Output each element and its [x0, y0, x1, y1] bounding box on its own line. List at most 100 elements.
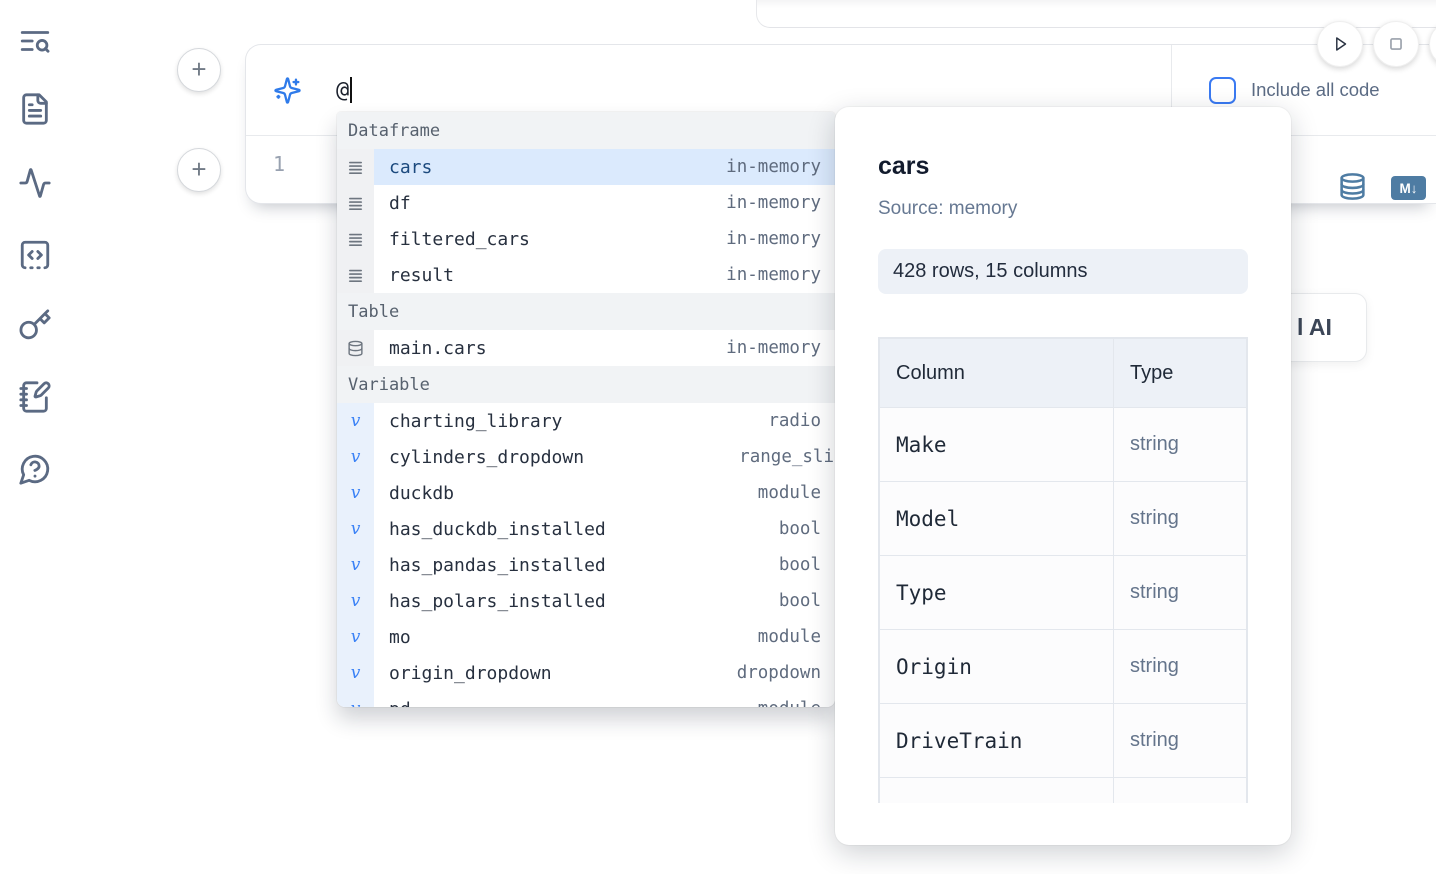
completion-name: cylinders_dropdown: [389, 446, 585, 468]
variable-icon: v: [337, 619, 374, 655]
variable-icon: v: [337, 403, 374, 439]
stop-icon: [1390, 38, 1402, 50]
completion-name: cars: [389, 156, 433, 178]
key-icon[interactable]: [18, 308, 52, 342]
text-caret: [350, 77, 353, 103]
schema-column-name: Origin: [879, 629, 1114, 704]
schema-column-type: string: [1113, 629, 1247, 704]
run-cell-button[interactable]: [1317, 21, 1363, 67]
completion-name: has_duckdb_installed: [389, 518, 606, 540]
completion-item-main.cars[interactable]: main.cars in-memory: [337, 330, 835, 366]
schema-column-name: DriveTrain: [879, 703, 1114, 778]
ai-prompt-text: @: [336, 77, 350, 103]
schema-header-type: Type: [1113, 338, 1247, 408]
popup-title: cars: [878, 152, 930, 180]
completion-name: origin_dropdown: [389, 662, 552, 684]
completion-type: dropdown: [736, 663, 821, 683]
completion-type: module: [757, 627, 821, 647]
include-all-code-option: Include all code: [1201, 45, 1436, 135]
section-header-table: Table: [337, 293, 835, 330]
dataframe-rows-icon: [337, 257, 374, 293]
schema-column-type: string: [1113, 481, 1247, 556]
notebook-pen-icon[interactable]: [18, 380, 52, 414]
completion-type: in-memory: [726, 338, 821, 358]
completion-item-has_pandas_installed[interactable]: v has_pandas_installed bool: [337, 547, 835, 583]
stop-cell-button[interactable]: [1373, 21, 1419, 67]
include-all-code-checkbox[interactable]: [1209, 76, 1236, 104]
dataframe-rows-icon: [337, 221, 374, 257]
schema-column-type: [1113, 777, 1247, 803]
schema-column-name: [879, 777, 1114, 803]
ai-prompt-input[interactable]: @: [336, 75, 353, 105]
completion-type: bool: [778, 519, 821, 539]
prompt-divider: [1171, 45, 1172, 135]
completion-type: module: [757, 483, 821, 503]
completion-name: charting_library: [389, 410, 563, 432]
completion-type: radio: [768, 411, 821, 431]
section-header-dataframe: Dataframe: [337, 112, 835, 149]
activity-icon[interactable]: [18, 166, 52, 200]
completion-name: result: [389, 264, 455, 286]
section-header-variable: Variable: [337, 366, 835, 403]
completion-type: bool: [778, 591, 821, 611]
completion-type: bool: [778, 555, 821, 575]
ai-card-fragment-label: l AI: [1297, 314, 1332, 340]
completion-name: pd: [389, 699, 411, 708]
variable-icon: v: [337, 655, 374, 691]
dataframe-detail-popup: cars Source: memory 428 rows, 15 columns…: [835, 107, 1291, 845]
popup-source: Source: memory: [878, 198, 1018, 219]
schema-header-column: Column: [879, 338, 1114, 408]
variable-icon: v: [337, 547, 374, 583]
table-database-icon: [337, 330, 374, 366]
help-chat-icon[interactable]: [18, 452, 52, 486]
completion-item-result[interactable]: result in-memory: [337, 257, 835, 293]
play-icon: [1336, 37, 1347, 51]
completion-item-origin_dropdown[interactable]: v origin_dropdown dropdown: [337, 655, 835, 691]
completion-type: in-memory: [726, 265, 821, 285]
schema-column-name: Make: [879, 407, 1114, 482]
previous-cell-bottom-edge: [756, 0, 1436, 28]
markdown-cell-icon[interactable]: M↓: [1391, 176, 1426, 200]
completion-name: has_polars_installed: [389, 590, 606, 612]
scratchpad-code-icon[interactable]: [18, 238, 52, 272]
sql-cell-database-icon[interactable]: [1338, 172, 1367, 201]
text-search-icon[interactable]: [18, 24, 52, 58]
completion-name: main.cars: [389, 337, 487, 359]
completion-name: duckdb: [389, 482, 455, 504]
dataframe-rows-icon: [337, 149, 374, 185]
popup-summary-badge: 428 rows, 15 columns: [878, 249, 1248, 294]
file-document-icon[interactable]: [18, 92, 52, 126]
completion-item-has_polars_installed[interactable]: v has_polars_installed bool: [337, 583, 835, 619]
completion-item-charting_library[interactable]: v charting_library radio: [337, 403, 835, 439]
schema-column-type: string: [1113, 703, 1247, 778]
completion-type: module: [758, 699, 821, 707]
schema-row: [879, 777, 1247, 803]
code-editor-section[interactable]: 1 M↓: [246, 136, 1436, 203]
add-cell-below-button[interactable]: +: [177, 148, 221, 192]
line-number: 1: [273, 152, 286, 176]
completion-type: range_sli: [739, 447, 834, 467]
completion-name: filtered_cars: [389, 228, 530, 250]
dataframe-rows-icon: [337, 185, 374, 221]
variable-icon: v: [337, 691, 374, 707]
add-cell-above-button[interactable]: +: [177, 48, 221, 92]
schema-column-type: string: [1113, 555, 1247, 630]
completion-item-pd[interactable]: v pd module: [337, 691, 835, 707]
variable-icon: v: [337, 583, 374, 619]
variable-icon: v: [337, 475, 374, 511]
completion-name: df: [389, 192, 411, 214]
completion-name: has_pandas_installed: [389, 554, 606, 576]
left-sidebar: [0, 0, 68, 874]
